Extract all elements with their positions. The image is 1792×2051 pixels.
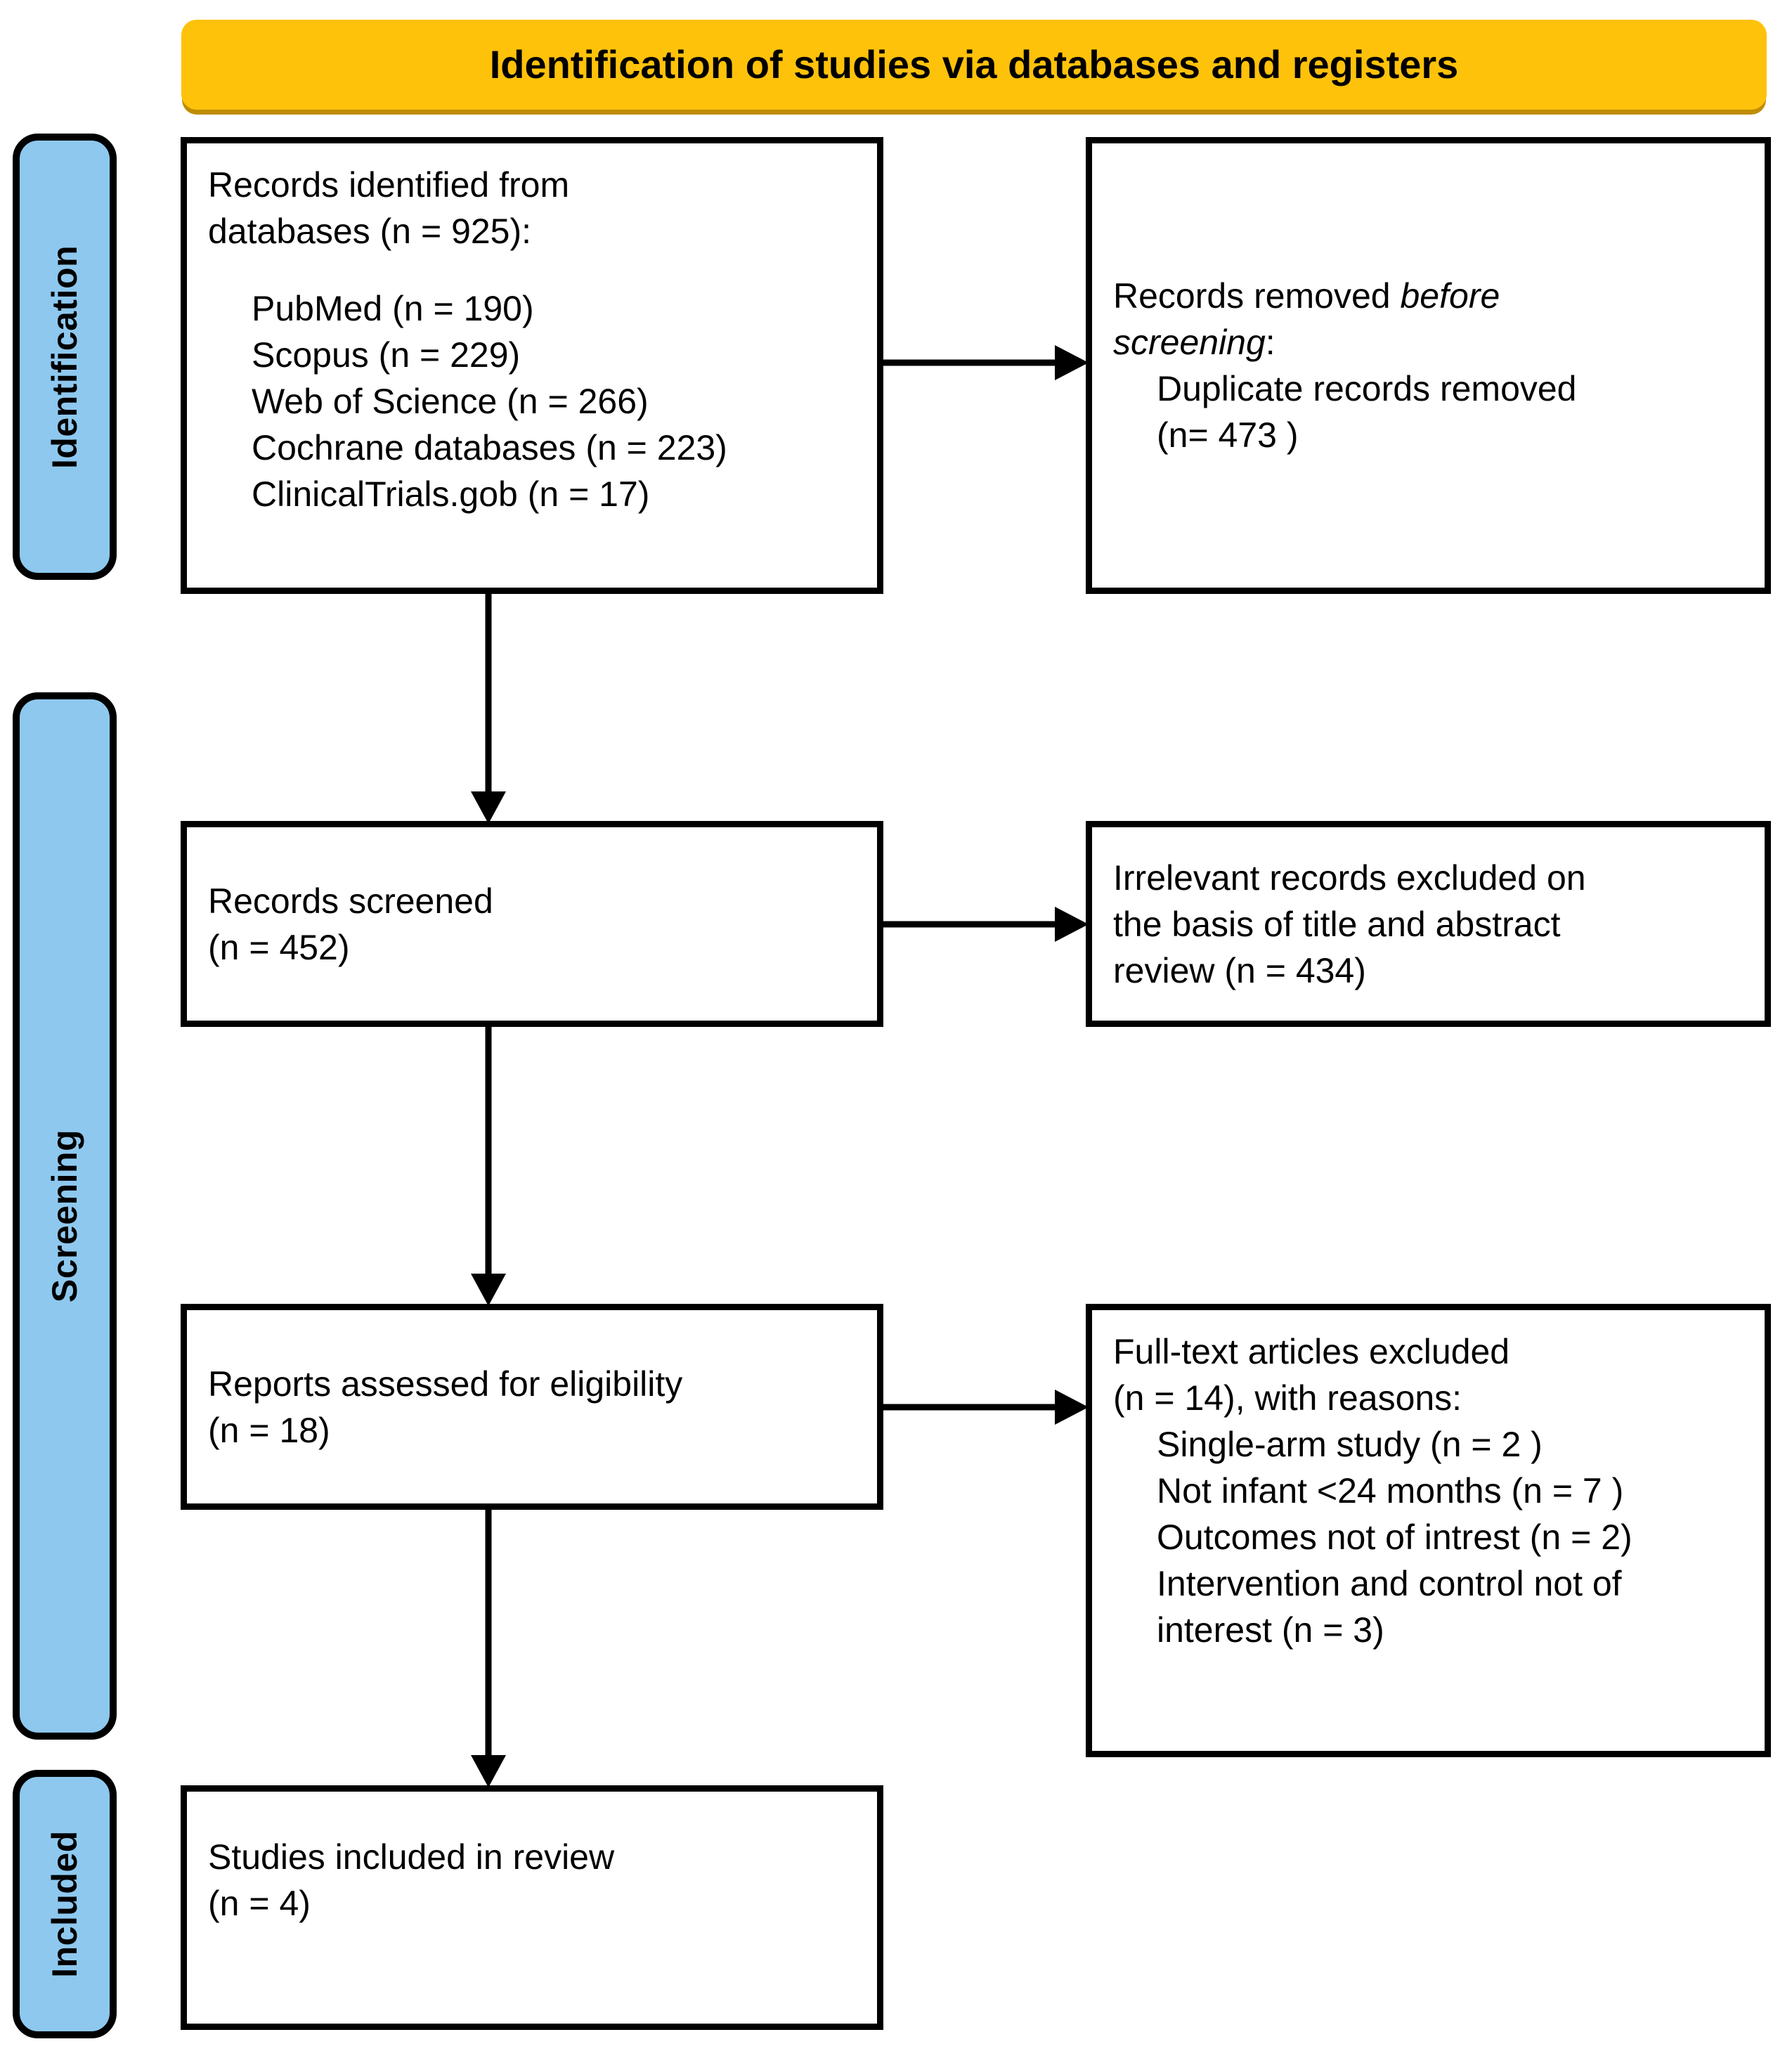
phase-label-identification: Identification bbox=[13, 134, 117, 580]
eligibility-line1: Reports assessed for eligibility bbox=[208, 1364, 683, 1404]
reason-single-arm: Single-arm study (n = 2 ) bbox=[1157, 1425, 1543, 1464]
irrelevant-line3: review (n = 434) bbox=[1113, 950, 1366, 990]
arrow-identified-to-removed bbox=[881, 341, 1091, 384]
source-clinicaltrials: ClinicalTrials.gob (n = 17) bbox=[252, 474, 650, 514]
source-web-of-science: Web of Science (n = 266) bbox=[252, 382, 649, 421]
box-records-identified: Records identified from databases (n = 9… bbox=[181, 137, 883, 594]
box-studies-included: Studies included in review (n = 4) bbox=[181, 1785, 883, 2030]
spacer bbox=[208, 254, 856, 285]
records-identified-line2: databases (n = 925): bbox=[208, 212, 532, 251]
irrelevant-line2: the basis of title and abstract bbox=[1113, 904, 1561, 944]
phase-label-screening: Screening bbox=[13, 692, 117, 1740]
arrow-eligibility-to-fulltext bbox=[881, 1385, 1091, 1429]
records-removed-line1-pre: Records removed bbox=[1113, 276, 1401, 316]
records-identified-line1: Records identified from bbox=[208, 165, 570, 205]
box-fulltext-excluded: Full-text articles excluded (n = 14), wi… bbox=[1086, 1304, 1771, 1757]
box-reports-eligibility: Reports assessed for eligibility (n = 18… bbox=[181, 1304, 883, 1510]
arrow-eligibility-to-included bbox=[467, 1506, 510, 1789]
included-line2: (n = 4) bbox=[208, 1884, 311, 1923]
records-removed-before-italic: before bbox=[1400, 276, 1500, 316]
duplicate-records-removed: Duplicate records removed bbox=[1157, 369, 1577, 408]
arrow-screened-to-eligibility bbox=[467, 1023, 510, 1307]
arrow-screened-to-irrelevant bbox=[881, 902, 1091, 946]
phase-label-screening-text: Screening bbox=[45, 1129, 84, 1303]
source-scopus: Scopus (n = 229) bbox=[252, 335, 521, 375]
reason-intervention-line2: interest (n = 3) bbox=[1157, 1610, 1384, 1650]
records-removed-line1: Records removed before bbox=[1113, 273, 1744, 319]
diagram-header-banner: Identification of studies via databases … bbox=[181, 20, 1767, 110]
records-screened-line1: Records screened bbox=[208, 881, 493, 921]
source-pubmed: PubMed (n = 190) bbox=[252, 289, 534, 328]
records-removed-colon: : bbox=[1265, 323, 1275, 362]
fulltext-line1: Full-text articles excluded bbox=[1113, 1332, 1510, 1371]
reason-not-infant: Not infant <24 months (n = 7 ) bbox=[1157, 1471, 1624, 1510]
phase-label-identification-text: Identification bbox=[45, 245, 85, 469]
arrow-identified-to-screened bbox=[467, 590, 510, 825]
reason-outcomes: Outcomes not of intrest (n = 2) bbox=[1157, 1518, 1632, 1557]
eligibility-line2: (n = 18) bbox=[208, 1410, 330, 1450]
box-irrelevant-excluded: Irrelevant records excluded on the basis… bbox=[1086, 821, 1771, 1027]
irrelevant-line1: Irrelevant records excluded on bbox=[1113, 858, 1586, 898]
records-removed-screening-italic: screening bbox=[1113, 323, 1266, 362]
box-records-screened: Records screened (n = 452) bbox=[181, 821, 883, 1027]
page-title: Identification of studies via databases … bbox=[489, 42, 1459, 87]
records-screened-line2: (n = 452) bbox=[208, 927, 350, 967]
fulltext-line2: (n = 14), with reasons: bbox=[1113, 1378, 1462, 1418]
duplicate-records-count: (n= 473 ) bbox=[1157, 415, 1299, 455]
included-line1: Studies included in review bbox=[208, 1837, 615, 1877]
box-records-removed: Records removed before screening: Duplic… bbox=[1086, 137, 1771, 594]
reason-intervention-line1: Intervention and control not of bbox=[1157, 1564, 1622, 1603]
source-cochrane: Cochrane databases (n = 223) bbox=[252, 428, 727, 467]
phase-label-included: Included bbox=[13, 1770, 117, 2038]
phase-label-included-text: Included bbox=[45, 1830, 85, 1978]
records-removed-line2: screening: bbox=[1113, 319, 1744, 365]
